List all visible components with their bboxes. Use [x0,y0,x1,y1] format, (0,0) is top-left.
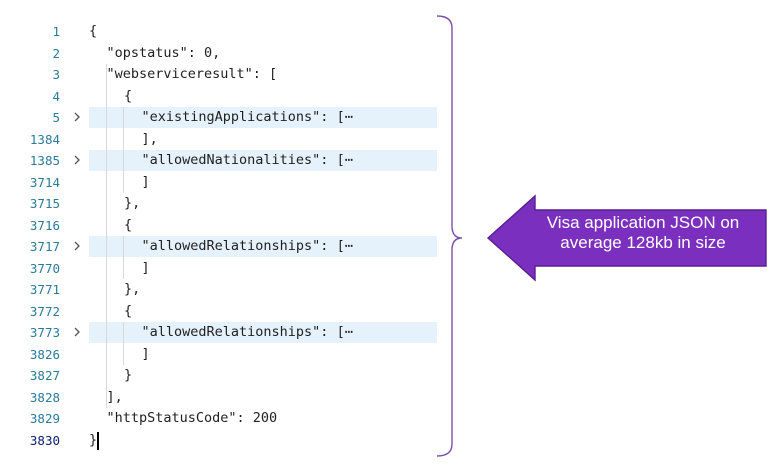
fold-highlight [89,322,437,343]
line-number: 3717 [29,239,60,254]
code-text: } [124,367,133,383]
line-number: 5 [52,110,60,125]
line-number: 3828 [29,389,60,405]
code-line[interactable]: 3771}, [0,279,440,300]
fold-highlight [89,107,437,128]
line-number: 3714 [29,174,60,190]
fold-highlight [89,150,437,171]
code-line[interactable]: 3772 { [0,301,440,322]
code-line[interactable]: 5 "existingApplications": [⋯ [0,107,440,128]
callout-line-2: average 128kb in size [560,233,726,252]
code-line[interactable]: 3770] [0,258,440,279]
code-line[interactable]: 1{ [0,21,440,42]
code-editor[interactable]: - ' '' 1{2"opstatus": 0,3"webserviceresu… [0,0,440,471]
line-number: 1 [52,24,60,39]
code-line[interactable]: 3828], [0,387,440,408]
code-line[interactable]: 3 "webserviceresult": [ [0,64,440,85]
code-text: "allowedRelationships": [⋯ [141,324,353,340]
code-line[interactable]: 4{ [0,86,440,107]
indent-guide [106,64,107,408]
line-number: 3 [52,67,60,82]
code-text: { [89,23,98,39]
code-line[interactable]: 3826] [0,344,440,365]
chevron-right-icon[interactable] [72,154,84,166]
indent-guide [123,322,124,365]
fold-highlight [89,236,437,257]
code-text: { [124,302,133,319]
code-text: "existingApplications": [⋯ [141,109,353,125]
line-number: 3830 [29,432,60,448]
code-text: "allowedNationalities": [⋯ [141,152,353,168]
line-number: 1384 [29,131,60,147]
code-line[interactable]: 3717 "allowedRelationships": [⋯ [0,236,440,257]
code-text: { [124,87,133,104]
code-text: } [89,431,98,448]
code-line[interactable]: 1384], [0,129,440,150]
chevron-right-icon[interactable] [72,326,84,338]
line-number: 3716 [29,217,60,233]
line-number: 2 [52,45,60,61]
code-line[interactable]: 3830} [0,430,440,451]
line-number: 4 [52,88,60,104]
code-text: ], [106,388,123,405]
line-number: 3770 [29,260,60,276]
clipped-code-fragment: - ' '' [150,0,215,7]
line-number: 3715 [29,196,60,211]
code-line[interactable]: 3716 { [0,215,440,236]
line-number: 3827 [29,368,60,383]
code-text: ] [141,173,150,190]
curly-bracket [436,15,463,457]
code-text: { [124,216,133,233]
code-text: "httpStatusCode": 200 [106,410,278,426]
code-text: "webserviceresult": [ [106,66,278,82]
code-text: ] [141,259,150,276]
code-line[interactable]: 2 "opstatus": 0, [0,43,440,64]
indent-guide [123,236,124,279]
code-text: "opstatus": 0, [106,44,221,61]
line-number: 3773 [29,325,60,340]
code-text: }, [124,195,141,211]
code-text: }, [124,281,141,297]
line-number: 3826 [29,346,60,362]
callout-line-1: Visa application JSON on [546,213,740,232]
indent-guide [123,107,124,193]
code-line[interactable]: 1385 "allowedNationalities": [⋯ [0,150,440,171]
code-line[interactable]: 3829 "httpStatusCode": 200 [0,408,440,429]
code-text: ] [141,345,150,362]
line-number: 3772 [29,303,60,319]
code-text: ], [141,130,158,147]
text-cursor [97,431,99,450]
line-number: 1385 [29,153,60,168]
callout-text: Visa application JSON on average 128kb i… [523,213,763,253]
line-number: 3829 [29,411,60,426]
line-number: 3771 [29,282,60,297]
chevron-right-icon[interactable] [72,111,84,123]
code-line[interactable]: 3714] [0,172,440,193]
chevron-right-icon[interactable] [72,240,84,252]
code-text: "allowedRelationships": [⋯ [141,238,353,254]
code-line[interactable]: 3773 "allowedRelationships": [⋯ [0,322,440,343]
code-line[interactable]: 3715}, [0,193,440,214]
code-line[interactable]: 3827} [0,365,440,386]
